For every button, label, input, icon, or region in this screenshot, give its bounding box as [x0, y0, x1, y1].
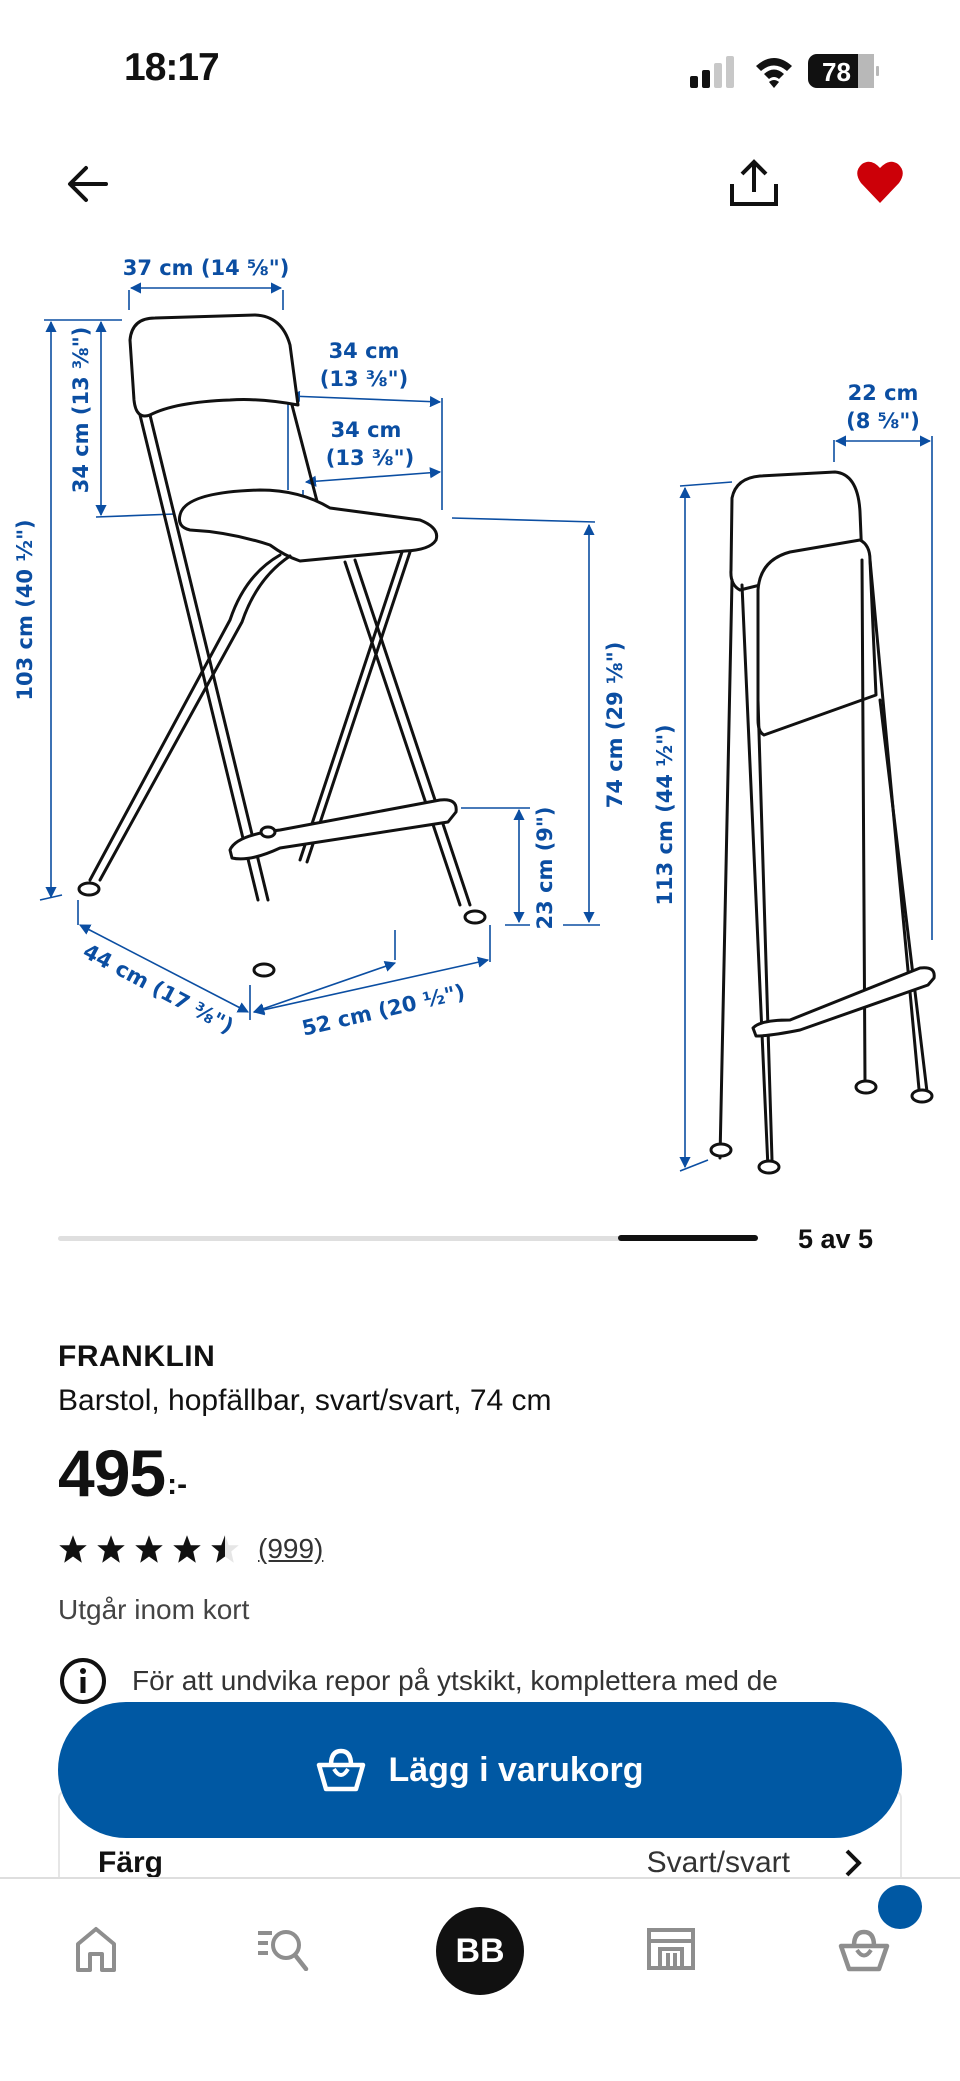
share-icon — [730, 159, 778, 206]
dim-seat-depth-cm: 34 cm — [331, 418, 402, 442]
dim-seat-depth-top-cm: 34 cm — [329, 339, 400, 363]
tab-store[interactable] — [631, 1909, 711, 1989]
add-to-cart-label: Lägg i varukorg — [388, 1750, 644, 1789]
tab-profile[interactable]: BB — [434, 1905, 526, 1997]
battery-percent: 78 — [822, 57, 851, 87]
dim-folded-height: 113 cm (44 ½") — [653, 724, 677, 905]
dim-seat-depth-in: (13 ⅜") — [326, 446, 414, 470]
tab-home[interactable] — [56, 1909, 136, 1989]
review-count-link[interactable]: (999) — [258, 1533, 324, 1564]
status-indicators: 78 — [686, 52, 886, 92]
cart-badge — [878, 1885, 922, 1929]
dim-width: 52 cm (20 ½") — [300, 980, 468, 1041]
color-value: Svart/svart — [646, 1846, 790, 1879]
folded-chair-drawing — [709, 470, 936, 1175]
battery-icon — [808, 54, 879, 88]
status-time: 18:17 — [124, 46, 220, 89]
price: 495 :- — [58, 1432, 908, 1506]
tab-search[interactable] — [245, 1909, 325, 1989]
dimension-diagram: 37 cm (14 ⅝") 103 cm (40 ½") 34 cm (13 ⅜… — [13, 256, 936, 1175]
product-info: FRANKLIN Barstol, hopfällbar, svart/svar… — [58, 1340, 908, 1626]
product-description: Barstol, hopfällbar, svart/svart, 74 cm — [58, 1384, 552, 1417]
dim-seat-depth-top-in: (13 ⅜") — [320, 367, 408, 391]
home-icon — [76, 1927, 116, 1972]
search-list-icon — [258, 1930, 309, 1971]
wifi-icon — [756, 58, 792, 88]
star-full-icon — [97, 1535, 125, 1563]
dim-total-height: 103 cm (40 ½") — [13, 519, 37, 700]
signal-icon — [690, 56, 734, 88]
back-button[interactable] — [56, 152, 120, 216]
color-label: Färg — [98, 1846, 164, 1879]
dim-backrest-width: 37 cm (14 ⅝") — [123, 256, 290, 280]
dim-backrest-height: 34 cm (13 ⅜") — [69, 327, 93, 494]
pager-thumb[interactable] — [618, 1235, 758, 1241]
price-value: 495 — [58, 1436, 166, 1510]
pager-label: 5 av 5 — [798, 1224, 874, 1254]
dim-folded-depth-in: (8 ⅝") — [846, 409, 920, 433]
chair-drawing — [77, 313, 487, 978]
status-bar: 18:17 78 — [0, 0, 960, 120]
basket-icon — [317, 1748, 366, 1792]
dim-depth: 44 cm (17 ⅜") — [79, 939, 237, 1038]
pager-track[interactable] — [58, 1236, 758, 1241]
dim-folded-depth-cm: 22 cm — [848, 381, 919, 405]
avatar: BB — [436, 1907, 524, 1995]
heart-filled-icon — [857, 161, 903, 203]
rating[interactable]: (999) — [58, 1532, 908, 1566]
dimension-lines — [39, 282, 933, 1172]
arrow-left-icon — [68, 166, 108, 202]
top-nav — [0, 150, 960, 220]
star-half-icon — [211, 1535, 239, 1563]
basket-icon — [838, 1929, 890, 1972]
chevron-right-icon — [845, 1849, 862, 1877]
favorite-button[interactable] — [848, 150, 912, 214]
image-pager[interactable]: 5 av 5 — [58, 1224, 898, 1254]
dim-footrest-height: 23 cm (9") — [533, 807, 557, 930]
product-image-dimensions[interactable]: 37 cm (14 ⅝") 103 cm (40 ½") 34 cm (13 ⅜… — [0, 240, 960, 1190]
star-full-icon — [135, 1535, 163, 1563]
info-icon — [60, 1658, 106, 1704]
info-notice: För att undvika repor på ytskikt, komple… — [58, 1656, 918, 1706]
star-rating — [58, 1534, 240, 1564]
dim-seat-height: 74 cm (29 ⅛") — [603, 642, 627, 809]
star-full-icon — [173, 1535, 201, 1563]
tab-cart[interactable] — [824, 1909, 904, 1989]
info-text: För att undvika repor på ytskikt, komple… — [132, 1665, 778, 1696]
share-button[interactable] — [722, 150, 786, 214]
bottom-tab-bar: BB — [0, 1877, 960, 2081]
price-suffix: :- — [167, 1468, 188, 1501]
product-name: FRANKLIN — [58, 1340, 216, 1373]
availability-status: Utgår inom kort — [58, 1594, 250, 1625]
store-icon — [647, 1928, 695, 1970]
star-full-icon — [59, 1535, 87, 1563]
add-to-cart-button[interactable]: Lägg i varukorg — [58, 1702, 902, 1838]
